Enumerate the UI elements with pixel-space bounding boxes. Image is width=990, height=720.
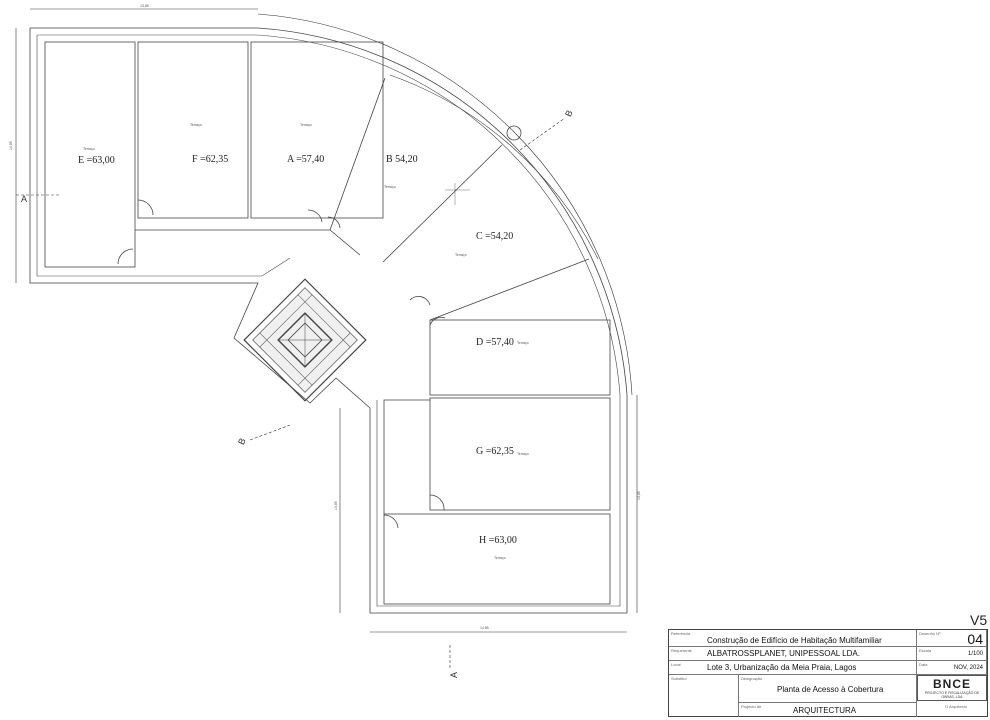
section-marker-b-left: B — [236, 437, 248, 447]
date-value: NOV, 2024 — [953, 665, 983, 671]
designation-label: Designação — [741, 676, 763, 681]
req-label: Requerente — [671, 648, 692, 653]
svg-text:Terraço: Terraço — [384, 185, 396, 189]
project-label: Projecto de — [741, 704, 762, 709]
company-logo: BNCE PROJECTO E FISCALIZAÇÃO DE OBRAS, L… — [917, 675, 987, 701]
req-value: ALBATROSSPLANET, UNIPESSOAL LDA. — [707, 649, 860, 658]
room-label-f: F =62,35 — [192, 154, 228, 165]
room-label-c: C =54,20 — [476, 231, 513, 242]
svg-text:13,85: 13,85 — [637, 491, 641, 500]
date-label: Data — [919, 662, 928, 667]
room-label-g: G =62,35 — [476, 446, 514, 457]
loc-value: Lote 3, Urbanização da Meia Praia, Lagos — [707, 663, 857, 672]
logo-main: BNCE — [932, 677, 971, 691]
room-label-b: B 54,20 — [386, 154, 418, 165]
logo-sub: PROJECTO E FISCALIZAÇÃO DE OBRAS, LDA — [924, 691, 980, 699]
section-marker-a-left: A — [21, 194, 27, 204]
svg-text:Terraço: Terraço — [455, 253, 467, 257]
svg-text:Terraço: Terraço — [83, 147, 95, 151]
room-label-a: A =57,40 — [287, 154, 324, 165]
room-label-e: E =63,00 — [78, 155, 115, 166]
svg-text:13,85: 13,85 — [140, 4, 149, 8]
section-marker-a-bottom: A — [449, 672, 459, 678]
scale-label: Escala — [919, 648, 932, 653]
title-block: Referência Construção de Edifício de Hab… — [668, 629, 988, 717]
ref-value: Construção de Edifício de Habitação Mult… — [707, 636, 882, 645]
svg-text:Terraço: Terraço — [517, 452, 529, 456]
drawing-no: 04 — [967, 631, 983, 647]
svg-text:14,85: 14,85 — [480, 626, 489, 630]
svg-text:Terraço: Terraço — [300, 123, 312, 127]
room-label-h: H =63,00 — [479, 535, 517, 546]
svg-text:Terraço: Terraço — [190, 123, 202, 127]
room-label-d: D =57,40 — [476, 337, 514, 348]
architect-label: O Arquitecto — [945, 704, 968, 709]
loc-label: Local — [671, 662, 681, 667]
version-label: V5 — [970, 612, 988, 628]
drawing-no-label: Desenho Nº — [919, 631, 941, 636]
svg-text:13,85: 13,85 — [334, 501, 338, 510]
ref-label: Referência — [671, 631, 691, 636]
svg-text:Terraço: Terraço — [517, 341, 529, 345]
project-value: ARQUITECTURA — [793, 706, 857, 715]
scale-value: 1/100 — [967, 651, 983, 657]
section-marker-b-top: B — [563, 109, 575, 119]
subtitle-label: Substituí — [671, 676, 687, 681]
svg-text:Terraço: Terraço — [494, 556, 506, 560]
svg-text:14,85: 14,85 — [9, 141, 13, 150]
designation-value: Planta de Acesso à Cobertura — [777, 685, 884, 694]
